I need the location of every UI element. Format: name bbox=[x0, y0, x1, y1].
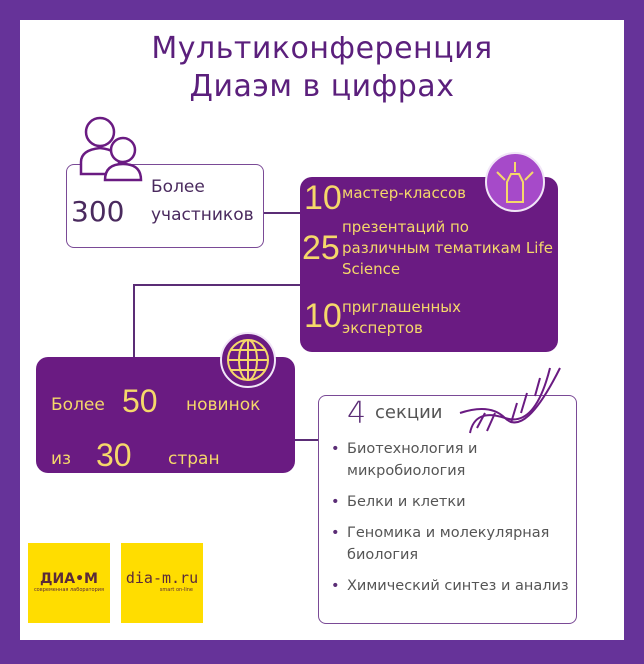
participants-label-top: Более bbox=[151, 177, 205, 197]
novelties-prefix: Более bbox=[51, 395, 105, 415]
sections-number: 4 bbox=[347, 396, 367, 431]
diam-logo-text: ДИА•М bbox=[40, 571, 98, 587]
sections-label: секции bbox=[375, 402, 443, 423]
novelties-suffix: новинок bbox=[186, 395, 261, 415]
title-line-2: Диаэм в цифрах bbox=[189, 69, 455, 104]
countries-number: 30 bbox=[96, 437, 132, 473]
section-item: Биотехнология и микробиология bbox=[325, 438, 575, 482]
diam-logo-subtitle: современная лаборатория bbox=[33, 587, 105, 593]
site-logo-text: dia-m.ru bbox=[125, 569, 199, 587]
novelties-number: 50 bbox=[122, 383, 158, 419]
dna-icon bbox=[459, 367, 561, 434]
site-logo[interactable]: dia-m.ru smart on-line bbox=[121, 543, 203, 623]
sections-list: Биотехнология и микробиология Белки и кл… bbox=[325, 438, 575, 606]
events-card: 10 мастер-классов 25 презентаций по разл… bbox=[300, 177, 558, 352]
experts-label: приглашенных экспертов bbox=[342, 298, 462, 337]
connector bbox=[295, 439, 319, 441]
globe-icon bbox=[220, 332, 276, 388]
sections-card: 4 секции Биотехнология и микробиология Б… bbox=[318, 395, 577, 624]
participants-label-bottom: участников bbox=[151, 205, 254, 225]
participants-number: 300 bbox=[71, 195, 125, 228]
section-item: Химический синтез и анализ bbox=[325, 575, 575, 597]
site-logo-subtitle: smart on-line bbox=[159, 587, 193, 593]
presentations-number: 25 bbox=[302, 229, 340, 267]
teamwork-hands-icon bbox=[485, 152, 545, 212]
countries-prefix: из bbox=[51, 449, 72, 469]
title-line-1: Мультиконференция bbox=[151, 31, 493, 66]
experts-number: 10 bbox=[304, 297, 342, 335]
section-item: Геномика и молекулярная биология bbox=[325, 522, 575, 566]
masterclass-number: 10 bbox=[304, 179, 342, 217]
countries-suffix: стран bbox=[168, 449, 220, 469]
connector bbox=[264, 212, 302, 214]
section-item: Белки и клетки bbox=[325, 491, 575, 513]
connector bbox=[133, 284, 135, 358]
people-icon bbox=[79, 116, 143, 182]
presentations-label: презентаций по различным тематикам Life … bbox=[342, 218, 553, 278]
masterclass-label: мастер-классов bbox=[342, 184, 467, 202]
page-title: Мультиконференция Диаэм в цифрах bbox=[0, 30, 644, 106]
diam-logo[interactable]: ДИА•М современная лаборатория bbox=[28, 543, 110, 623]
connector bbox=[133, 284, 301, 286]
participants-card: 300 Более участников bbox=[66, 164, 264, 248]
